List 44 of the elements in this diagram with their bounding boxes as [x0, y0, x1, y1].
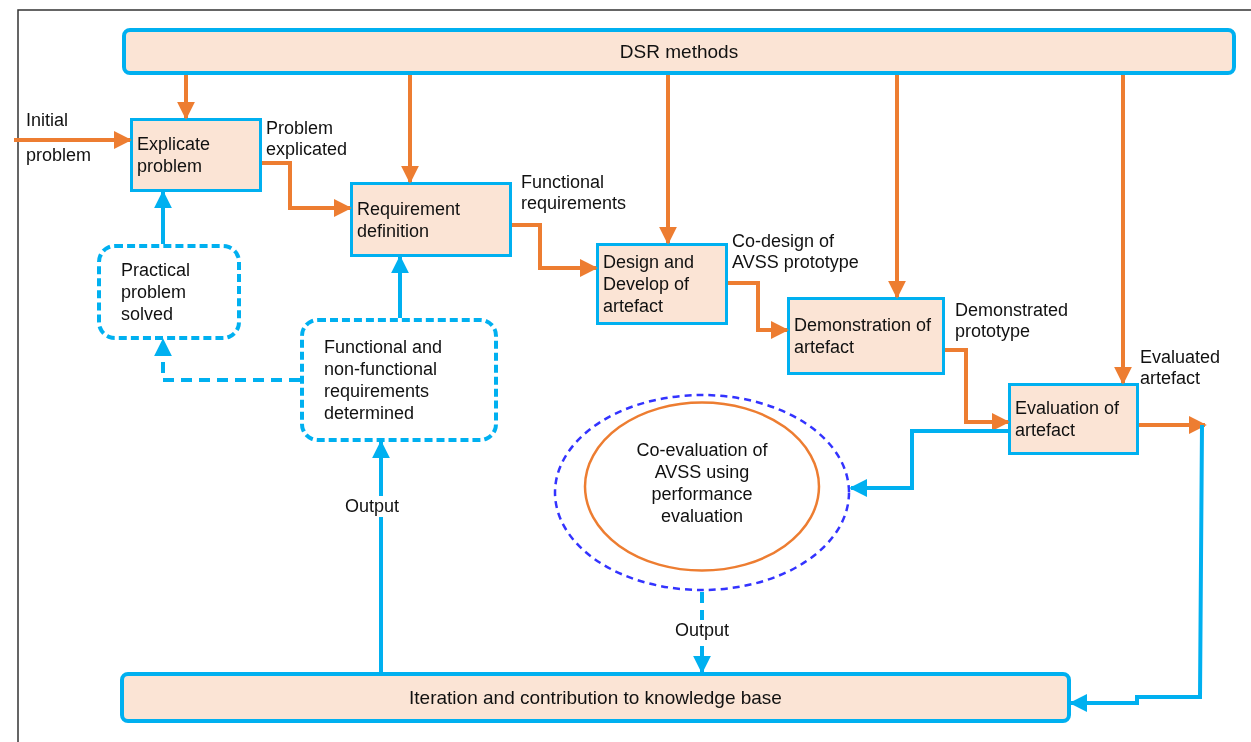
process-box	[130, 118, 262, 192]
arrow	[1069, 425, 1204, 712]
process-box	[596, 243, 728, 325]
arrow	[849, 429, 1008, 497]
process-box	[787, 297, 945, 375]
arrow	[888, 75, 906, 299]
arrow	[693, 592, 711, 674]
box-text: Requirement definition	[357, 197, 462, 242]
box-text: DSR methods	[619, 40, 739, 63]
outcome-box	[97, 244, 241, 340]
edge-label: Co-design of AVSS prototype	[732, 231, 860, 273]
arrow	[372, 440, 390, 672]
arrow	[262, 161, 352, 217]
box-text: Practical problem solved	[121, 259, 192, 325]
arrow	[659, 75, 677, 245]
box-text: Demonstration of artefact	[794, 314, 933, 358]
process-band	[122, 28, 1236, 75]
edge-label: Problem explicated	[266, 118, 349, 160]
box-text: Explicate problem	[137, 133, 212, 177]
process-box	[350, 182, 512, 257]
arrow	[1114, 75, 1132, 385]
box-text: Functional and non-functional requirements determined	[324, 336, 444, 424]
box-text: Design and Develop of artefact	[603, 251, 696, 317]
arrow	[391, 255, 409, 318]
arrow	[512, 223, 598, 277]
box-text: Evaluation of artefact	[1015, 397, 1121, 441]
flow-label: problem	[26, 145, 92, 166]
edge-label: Demonstrated prototype	[955, 300, 1070, 342]
process-box	[1008, 383, 1139, 455]
outcome-box	[300, 318, 498, 442]
arrow	[177, 75, 195, 120]
edge-label: Functional requirements	[521, 172, 628, 214]
circle-text: Co-evaluation of AVSS using performance evaluation	[635, 438, 769, 527]
edge-label: Evaluated artefact	[1140, 347, 1222, 389]
arrow	[154, 190, 172, 244]
box-text: Iteration and contribution to knowledge base	[409, 686, 782, 709]
arrow	[154, 338, 300, 382]
flow-label: Initial	[26, 110, 69, 131]
arrow	[945, 348, 1010, 431]
arrow	[1139, 416, 1207, 434]
process-band	[120, 672, 1071, 723]
arrow	[14, 131, 132, 149]
arrow	[401, 75, 419, 184]
arrow	[728, 281, 789, 339]
